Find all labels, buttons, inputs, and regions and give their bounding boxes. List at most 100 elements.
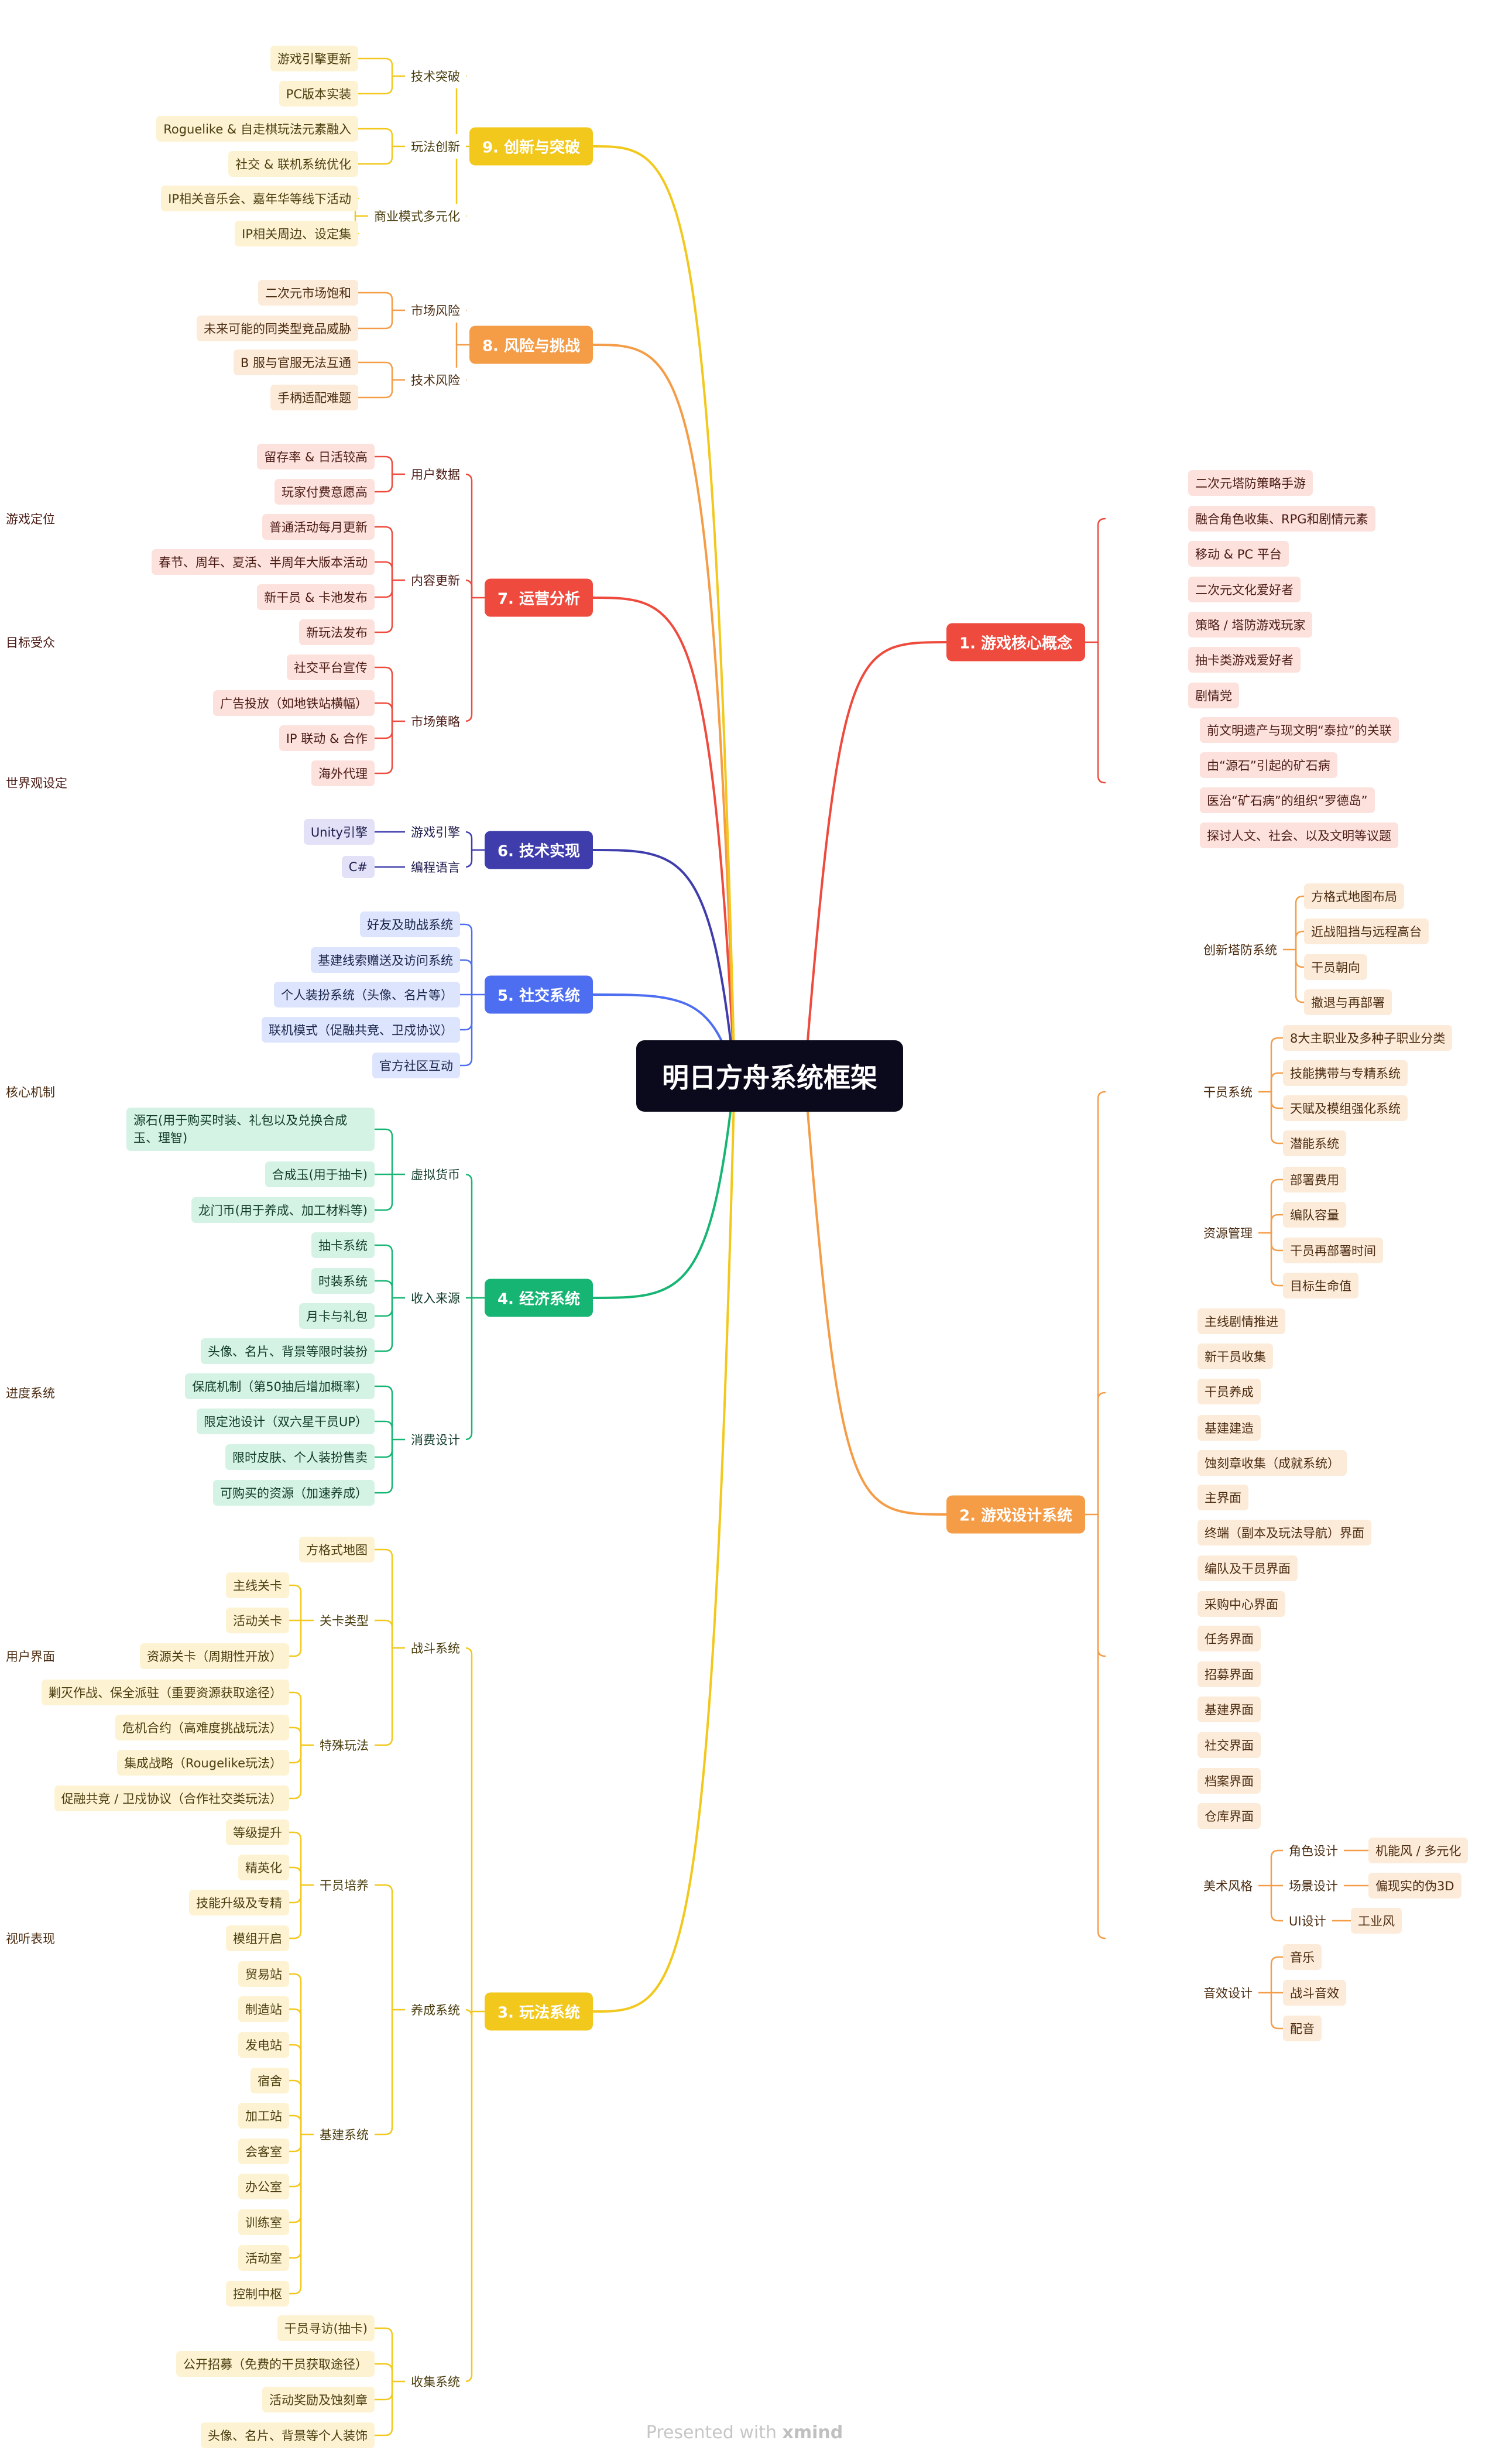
leaf-topic[interactable]: 危机合约（高难度挑战玩法）: [115, 1715, 289, 1740]
topic-node[interactable]: 视听表现: [0, 1926, 61, 1951]
leaf-topic[interactable]: 干员再部署时间: [1283, 1238, 1383, 1263]
leaf-topic[interactable]: 社交 & 联机系统优化: [228, 151, 358, 177]
leaf-topic[interactable]: 等级提升: [226, 1819, 289, 1845]
leaf-topic[interactable]: 限定池设计（双六星干员UP）: [196, 1409, 375, 1434]
leaf-topic[interactable]: 宿舍: [251, 2068, 289, 2093]
leaf-topic[interactable]: 二次元塔防策略手游: [1188, 470, 1313, 496]
topic-node[interactable]: 技术风险: [405, 368, 466, 392]
leaf-topic[interactable]: Unity引擎: [303, 819, 375, 845]
branch-topic[interactable]: 4. 经济系统: [484, 1279, 593, 1317]
topic-node[interactable]: 虚拟货币: [405, 1162, 466, 1187]
topic-node[interactable]: 世界观设定: [0, 770, 73, 795]
topic-node[interactable]: 美术风格: [1198, 1873, 1258, 1898]
leaf-topic[interactable]: 游戏引擎更新: [270, 46, 358, 71]
branch-topic[interactable]: 1. 游戏核心概念: [946, 623, 1086, 662]
branch-topic[interactable]: 7. 运营分析: [484, 578, 593, 617]
leaf-topic[interactable]: 加工站: [238, 2103, 289, 2129]
leaf-topic[interactable]: 发电站: [238, 2032, 289, 2058]
leaf-topic[interactable]: 战斗音效: [1283, 1980, 1346, 2006]
leaf-topic[interactable]: 龙门币(用于养成、加工材料等): [191, 1197, 375, 1223]
leaf-topic[interactable]: 资源关卡（周期性开放）: [140, 1643, 289, 1669]
leaf-topic[interactable]: 玩家付费意愿高: [275, 479, 375, 505]
branch-topic[interactable]: 3. 玩法系统: [484, 1992, 593, 2031]
leaf-topic[interactable]: IP相关音乐会、嘉年华等线下活动: [161, 186, 358, 211]
leaf-topic[interactable]: 方格式地图: [299, 1537, 375, 1562]
leaf-topic[interactable]: 融合角色收集、RPG和剧情元素: [1188, 506, 1375, 532]
leaf-topic[interactable]: IP 联动 & 合作: [279, 725, 375, 751]
leaf-topic[interactable]: 天赋及模组强化系统: [1283, 1095, 1408, 1121]
leaf-topic[interactable]: 方格式地图布局: [1304, 883, 1404, 909]
leaf-topic[interactable]: 普通活动每月更新: [262, 514, 375, 540]
leaf-topic[interactable]: 社交平台宣传: [287, 654, 375, 680]
leaf-topic[interactable]: 干员朝向: [1304, 954, 1367, 980]
leaf-topic[interactable]: 好友及助战系统: [360, 911, 460, 937]
topic-node[interactable]: 音效设计: [1198, 1980, 1258, 2005]
leaf-topic[interactable]: 新玩法发布: [299, 619, 375, 645]
leaf-topic[interactable]: Roguelike & 自走棋玩法元素融入: [156, 116, 358, 142]
root-topic[interactable]: 明日方舟系统框架: [636, 1040, 903, 1112]
leaf-topic[interactable]: 二次元市场饱和: [258, 280, 358, 306]
topic-node[interactable]: 特殊玩法: [314, 1733, 375, 1757]
branch-topic[interactable]: 9. 创新与突破: [469, 127, 593, 166]
topic-node[interactable]: 编程语言: [405, 855, 466, 879]
leaf-topic[interactable]: 部署费用: [1283, 1167, 1346, 1192]
leaf-topic[interactable]: 任务界面: [1198, 1626, 1261, 1651]
leaf-topic[interactable]: 个人装扮系统（头像、名片等）: [274, 982, 460, 1007]
leaf-topic[interactable]: 策略 / 塔防游戏玩家: [1188, 612, 1313, 638]
leaf-topic[interactable]: 广告投放（如地铁站横幅）: [213, 690, 375, 716]
leaf-topic[interactable]: C#: [341, 856, 375, 878]
leaf-topic[interactable]: 仓库界面: [1198, 1803, 1261, 1829]
leaf-topic[interactable]: 二次元文化爱好者: [1188, 577, 1301, 602]
leaf-topic[interactable]: 剿灭作战、保全派驻（重要资源获取途径）: [42, 1680, 289, 1705]
leaf-topic[interactable]: 活动奖励及蚀刻章: [262, 2387, 375, 2412]
leaf-topic[interactable]: 由“源石”引起的矿石病: [1200, 752, 1337, 778]
topic-node[interactable]: 基建系统: [314, 2122, 375, 2147]
topic-node[interactable]: 战斗系统: [405, 1636, 466, 1660]
leaf-topic[interactable]: 促融共竞 / 卫戍协议（合作社交类玩法）: [54, 1786, 289, 1811]
topic-node[interactable]: 游戏引擎: [405, 820, 466, 844]
topic-node[interactable]: 用户界面: [0, 1644, 61, 1668]
branch-topic[interactable]: 8. 风险与挑战: [469, 325, 593, 364]
leaf-topic[interactable]: 制造站: [238, 1996, 289, 2022]
topic-node[interactable]: 收入来源: [405, 1286, 466, 1310]
topic-node[interactable]: 干员系统: [1198, 1080, 1258, 1104]
leaf-topic[interactable]: 主线关卡: [226, 1572, 289, 1598]
topic-node[interactable]: 干员培养: [314, 1873, 375, 1897]
leaf-topic[interactable]: 医治“矿石病”的组织“罗德岛”: [1200, 787, 1375, 813]
leaf-topic[interactable]: 训练室: [238, 2209, 289, 2235]
topic-node[interactable]: 创新塔防系统: [1198, 937, 1283, 962]
leaf-topic[interactable]: 头像、名片、背景等限时装扮: [201, 1338, 375, 1364]
leaf-topic[interactable]: 精英化: [238, 1855, 289, 1880]
topic-node[interactable]: 核心机制: [0, 1080, 61, 1104]
leaf-topic[interactable]: 办公室: [238, 2174, 289, 2199]
leaf-topic[interactable]: 联机模式（促融共竞、卫戍协议）: [262, 1017, 460, 1043]
topic-node[interactable]: 资源管理: [1198, 1221, 1258, 1245]
leaf-topic[interactable]: 近战阻挡与远程高台: [1304, 919, 1429, 944]
leaf-topic[interactable]: 目标生命值: [1283, 1273, 1358, 1298]
leaf-topic[interactable]: 技能升级及专精: [189, 1890, 289, 1915]
leaf-topic[interactable]: 干员养成: [1198, 1379, 1261, 1404]
leaf-topic[interactable]: 编队及干员界面: [1198, 1555, 1298, 1581]
leaf-topic[interactable]: 机能风 / 多元化: [1368, 1838, 1469, 1863]
leaf-topic[interactable]: 社交界面: [1198, 1732, 1261, 1758]
topic-node[interactable]: 用户数据: [405, 462, 466, 486]
topic-node[interactable]: 收集系统: [405, 2369, 466, 2394]
leaf-topic[interactable]: 未来可能的同类型竞品威胁: [197, 316, 358, 341]
leaf-topic[interactable]: 档案界面: [1198, 1768, 1261, 1794]
leaf-topic[interactable]: 偏现实的伪3D: [1368, 1873, 1461, 1898]
leaf-topic[interactable]: 集成战略（Rougelike玩法）: [116, 1750, 289, 1776]
leaf-topic[interactable]: 编队容量: [1283, 1202, 1346, 1228]
leaf-topic[interactable]: 基建建造: [1198, 1415, 1261, 1441]
leaf-topic[interactable]: 贸易站: [238, 1961, 289, 1987]
leaf-topic[interactable]: 活动关卡: [226, 1608, 289, 1633]
leaf-topic[interactable]: 限时皮肤、个人装扮售卖: [225, 1444, 375, 1470]
topic-node[interactable]: 玩法创新: [405, 134, 466, 159]
leaf-topic[interactable]: IP相关周边、设定集: [235, 221, 358, 246]
topic-node[interactable]: 市场风险: [405, 298, 466, 323]
leaf-topic[interactable]: 活动室: [238, 2245, 289, 2271]
topic-node[interactable]: 目标受众: [0, 630, 61, 654]
leaf-topic[interactable]: 合成玉(用于抽卡): [265, 1161, 375, 1187]
topic-node[interactable]: 场景设计: [1283, 1873, 1344, 1898]
leaf-topic[interactable]: 手柄适配难题: [270, 385, 358, 410]
leaf-topic[interactable]: 公开招募（免费的干员获取途径）: [176, 2351, 375, 2377]
